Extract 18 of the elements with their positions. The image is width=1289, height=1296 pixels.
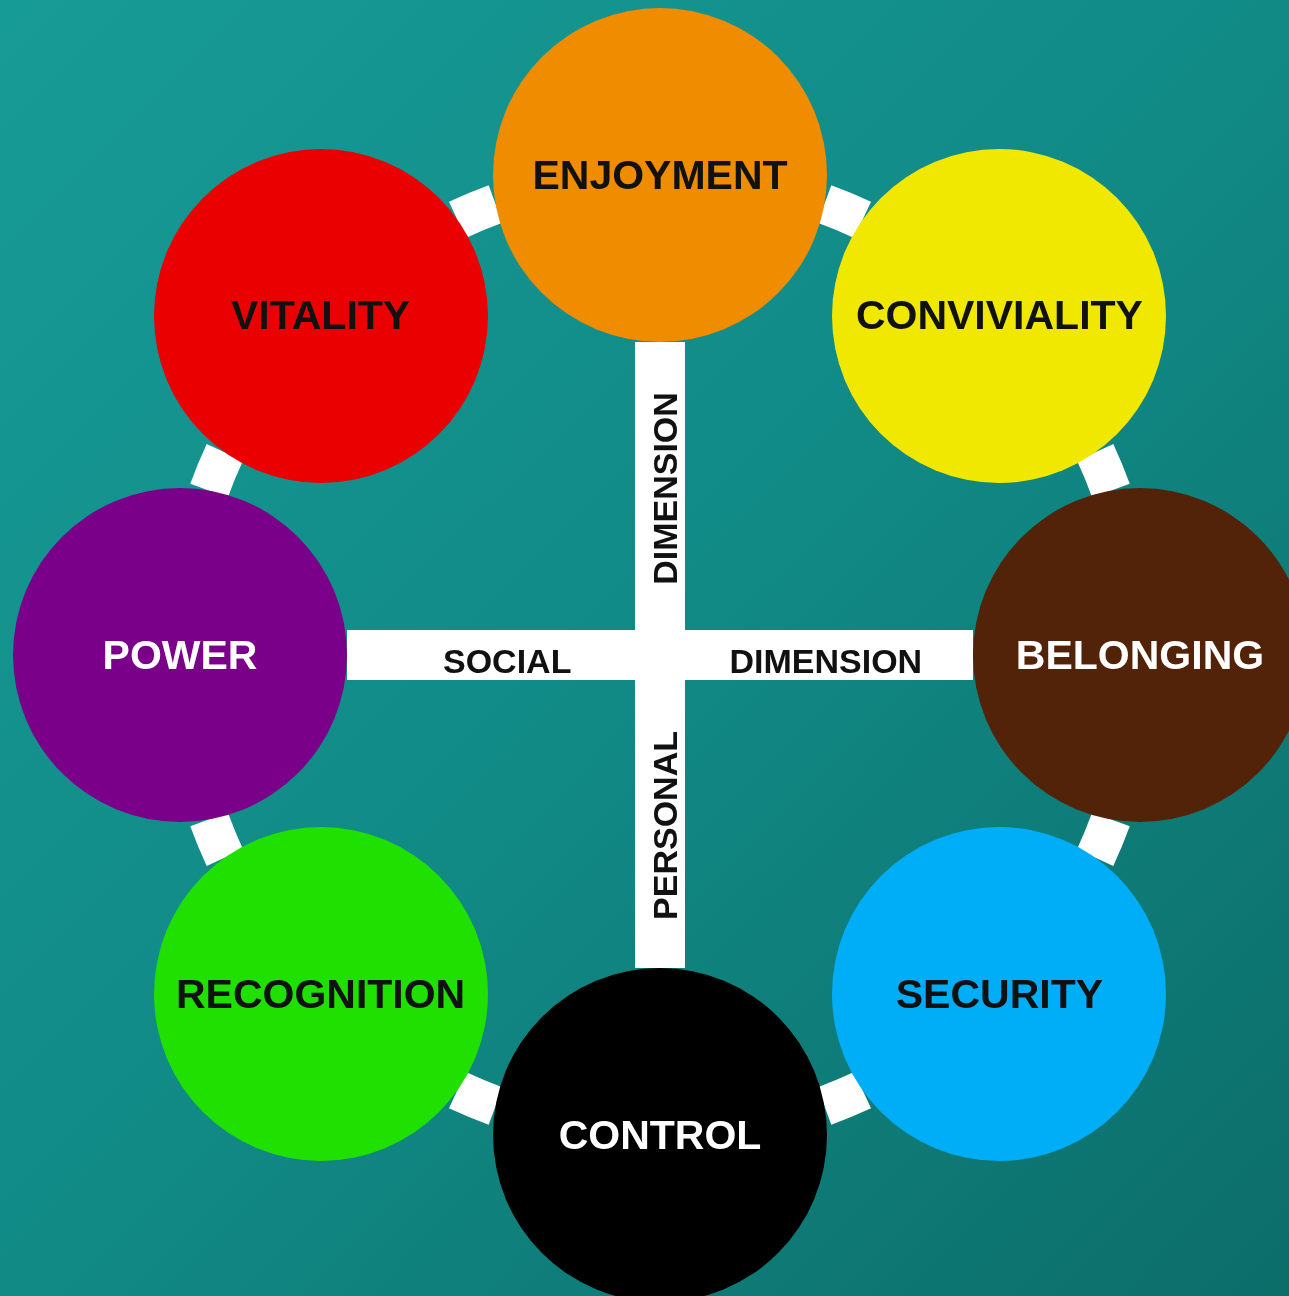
ring-connector (1076, 444, 1130, 498)
ring-connector (190, 812, 244, 866)
axis-label: PERSONAL (645, 730, 685, 920)
axis-label: DIMENSION (645, 391, 685, 585)
node-label: CONTROL (558, 1111, 762, 1159)
axis-label: SOCIAL (443, 641, 572, 681)
connector-bar (347, 630, 973, 680)
node-label: POWER (102, 631, 258, 679)
node-label: RECOGNITION (175, 970, 466, 1018)
node-label: VITALITY (231, 292, 411, 340)
node-label: ENJOYMENT (532, 151, 788, 199)
axis-label: DIMENSION (729, 641, 923, 681)
node-label: CONVIVIALITY (855, 292, 1143, 340)
node-label: SECURITY (895, 970, 1104, 1018)
connector-bar (635, 342, 685, 968)
ring-connector (190, 444, 244, 498)
ring-connector (1076, 812, 1130, 866)
node-label: BELONGING (1015, 631, 1265, 679)
